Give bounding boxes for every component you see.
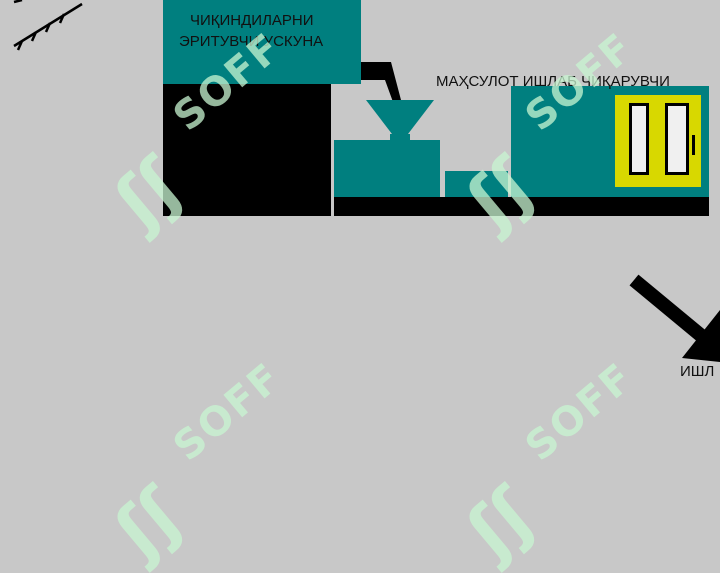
watermark-text: SOFF (517, 354, 643, 471)
hopper (366, 100, 434, 140)
watermark-text: SOFF (165, 354, 291, 471)
melter-housing (163, 0, 361, 84)
panel-window-left (629, 103, 649, 175)
panel-handle (692, 135, 695, 155)
hatch-mark (13, 0, 83, 51)
panel-window-right (665, 103, 689, 175)
machine-base (334, 197, 709, 216)
feed-pipe (361, 62, 401, 102)
injection-unit (334, 140, 440, 197)
producer-label: МАҲСУЛОТ ИШЛАБ ЧИҚАРУВЧИ (436, 73, 670, 90)
control-panel (615, 95, 701, 187)
partial-label: ИШЛ (680, 363, 715, 380)
melter-base (163, 84, 331, 216)
nozzle-block (445, 171, 508, 197)
watermark-logo: ʃʃ (100, 472, 198, 573)
melter-label-line1: ЧИҚИНДИЛАРНИ (190, 12, 314, 29)
flow-arrow (629, 274, 720, 362)
melter-label-line2: ЭРИТУВЧИ УСКУНА (179, 33, 324, 50)
watermark-logo: ʃʃ (452, 472, 550, 573)
